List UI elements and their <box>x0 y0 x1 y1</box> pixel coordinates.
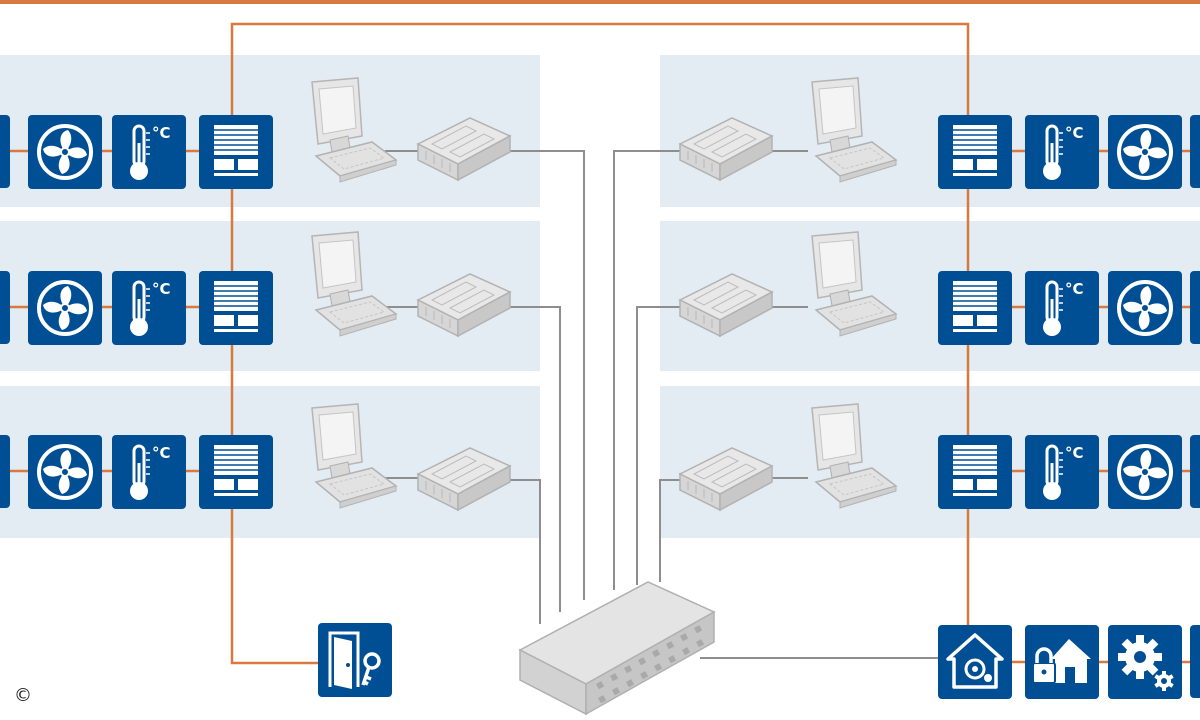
thermometer-icon <box>110 113 188 191</box>
blinds-icon <box>937 270 1013 346</box>
edge-partial-devices <box>0 115 1200 698</box>
blinds-icon <box>937 434 1013 510</box>
network-switch <box>518 581 716 716</box>
left-device-links <box>10 149 199 473</box>
left-floor-1: °C <box>26 113 274 191</box>
thermometer-unit: °C <box>152 444 171 462</box>
thermometer-unit: °C <box>1065 124 1084 142</box>
thermometer-unit: °C <box>1065 280 1084 298</box>
fan-icon <box>26 113 104 191</box>
blinds-icon <box>198 270 274 346</box>
smart-home-icon <box>936 623 1014 701</box>
thermometer-unit: °C <box>152 280 171 298</box>
left-floor-2: °C <box>26 269 274 347</box>
right-floor-1: °C <box>937 113 1184 191</box>
copyright-mark: © <box>14 685 32 706</box>
fan-icon <box>26 269 104 347</box>
thermometer-icon <box>1023 269 1101 347</box>
thermometer-unit: °C <box>152 124 171 142</box>
left-bus-to-door <box>230 508 318 665</box>
fan-icon <box>1106 433 1184 511</box>
bus-loop <box>230 22 970 115</box>
blinds-icon <box>198 434 274 510</box>
network-cables <box>385 150 938 659</box>
blinds-icon <box>198 114 274 190</box>
fan-icon <box>1106 269 1184 347</box>
settings-gear-icon <box>1108 625 1182 699</box>
right-floor-2: °C <box>937 269 1184 347</box>
right-floor-3: °C <box>937 433 1184 511</box>
thermometer-icon <box>110 433 188 511</box>
thermometer-icon <box>1023 113 1101 191</box>
thermometer-unit: °C <box>1065 444 1084 462</box>
door-access-icon <box>316 621 394 699</box>
thermometer-icon <box>110 269 188 347</box>
fan-icon <box>1106 113 1184 191</box>
blinds-icon <box>937 114 1013 190</box>
left-floor-3: °C <box>26 433 274 511</box>
thermometer-icon <box>1023 433 1101 511</box>
home-security-icon <box>1023 623 1101 701</box>
fan-icon <box>26 433 104 511</box>
